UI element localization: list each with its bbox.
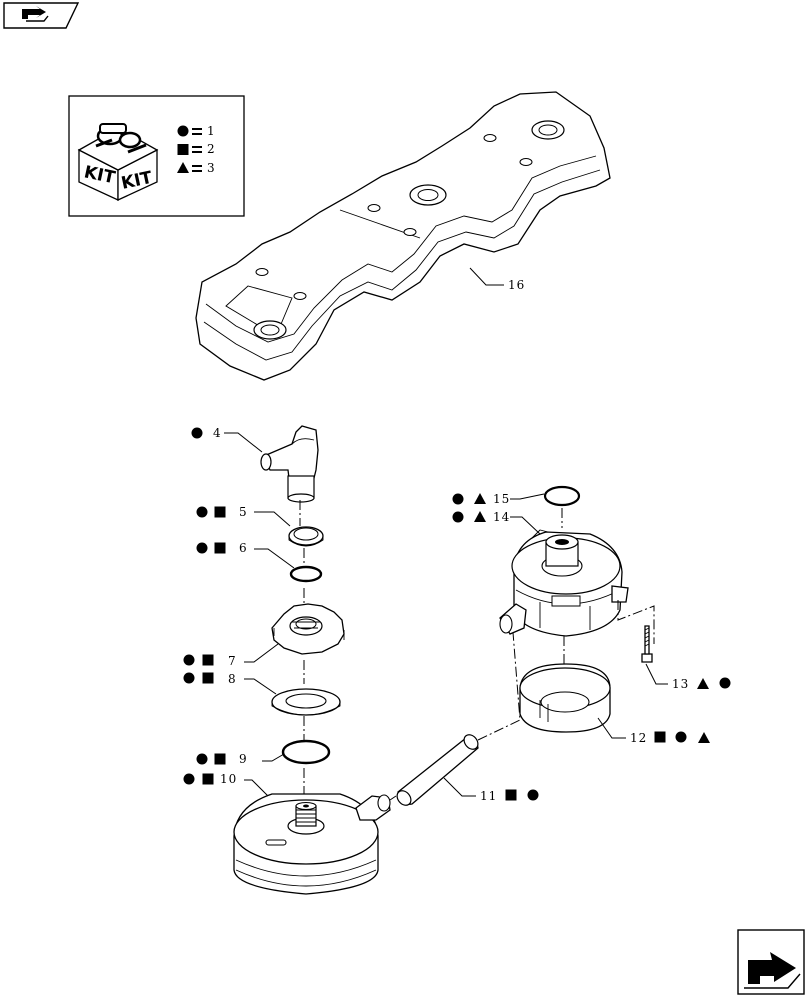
callout-7: 7	[183, 654, 237, 668]
square-symbol-icon	[505, 789, 517, 801]
callout-11: 11	[480, 789, 539, 803]
triangle-symbol-icon	[474, 493, 486, 504]
kit-box-icon: KIT KIT	[77, 123, 159, 202]
legend-value-circle: 1	[207, 124, 215, 138]
legend-value-triangle: 3	[207, 161, 215, 175]
legend-row-square: 2	[177, 142, 215, 156]
callout-15-number: 15	[493, 492, 510, 506]
circle-symbol-icon	[183, 773, 195, 785]
callout-6-number: 6	[239, 541, 248, 555]
o-ring-9-part	[281, 739, 331, 765]
circle-symbol-icon	[527, 789, 539, 801]
callout-15: 15	[452, 492, 510, 506]
callout-7-number: 7	[228, 654, 237, 668]
gasket-washer-part	[271, 688, 341, 716]
callout-16: 16	[508, 278, 525, 292]
sleeve-ring-part	[288, 526, 324, 547]
triangle-symbol-icon	[697, 678, 709, 689]
hose-part	[396, 734, 479, 806]
elbow-hose-part	[260, 425, 319, 503]
triangle-symbol-icon	[698, 732, 710, 743]
kit-legend: KIT KIT 1 2 3	[68, 95, 245, 217]
o-ring-6-part	[289, 565, 323, 583]
circle-symbol-icon	[191, 427, 203, 439]
circle-symbol-icon	[196, 506, 208, 518]
o-ring-15-part	[543, 485, 581, 507]
circle-symbol-icon	[719, 677, 731, 689]
square-symbol-icon	[214, 506, 226, 518]
back-arrow-icon	[22, 6, 49, 22]
forward-page-arrow-icon	[744, 952, 801, 989]
callout-8-number: 8	[228, 672, 237, 686]
circle-symbol-icon	[177, 125, 189, 137]
callout-13: 13	[672, 677, 731, 691]
callout-8: 8	[183, 672, 237, 686]
callout-16-number: 16	[508, 278, 525, 292]
circle-symbol-icon	[183, 654, 195, 666]
callout-6: 6	[196, 541, 248, 555]
callout-11-number: 11	[480, 789, 497, 803]
forward-nav-button[interactable]	[737, 929, 805, 995]
triangle-symbol-icon	[474, 511, 486, 522]
square-symbol-icon	[202, 672, 214, 684]
breather-valve-part	[499, 529, 629, 637]
callout-13-number: 13	[672, 677, 689, 691]
callout-9-number: 9	[239, 752, 248, 766]
square-symbol-icon	[214, 753, 226, 765]
circle-symbol-icon	[196, 753, 208, 765]
circle-symbol-icon	[452, 493, 464, 505]
square-symbol-icon	[654, 731, 666, 743]
circle-symbol-icon	[196, 542, 208, 554]
callout-5: 5	[196, 505, 248, 519]
triangle-symbol-icon	[177, 162, 189, 173]
callout-5-number: 5	[239, 505, 248, 519]
adapter-cup-part	[519, 663, 611, 733]
knob-nut-part	[271, 603, 345, 655]
callout-10-number: 10	[220, 772, 237, 786]
callout-4-number: 4	[213, 426, 222, 440]
callout-10: 10	[183, 772, 237, 786]
callout-14-number: 14	[493, 510, 510, 524]
callout-14: 14	[452, 510, 510, 524]
rocker-cover-part	[195, 91, 611, 381]
square-symbol-icon	[214, 542, 226, 554]
circle-symbol-icon	[452, 511, 464, 523]
callout-9: 9	[196, 752, 248, 766]
bolt-part	[641, 625, 653, 663]
square-symbol-icon	[202, 773, 214, 785]
callout-4: 4	[191, 426, 222, 440]
back-nav-button[interactable]	[3, 2, 80, 29]
square-symbol-icon	[177, 144, 189, 155]
circle-symbol-icon	[183, 672, 195, 684]
circle-symbol-icon	[675, 731, 687, 743]
legend-row-triangle: 3	[177, 161, 215, 175]
square-symbol-icon	[202, 654, 214, 666]
legend-row-circle: 1	[177, 124, 215, 138]
callout-12-number: 12	[630, 731, 647, 745]
callout-12: 12	[630, 731, 710, 745]
separator-housing-part	[233, 793, 391, 895]
legend-value-square: 2	[207, 142, 215, 156]
